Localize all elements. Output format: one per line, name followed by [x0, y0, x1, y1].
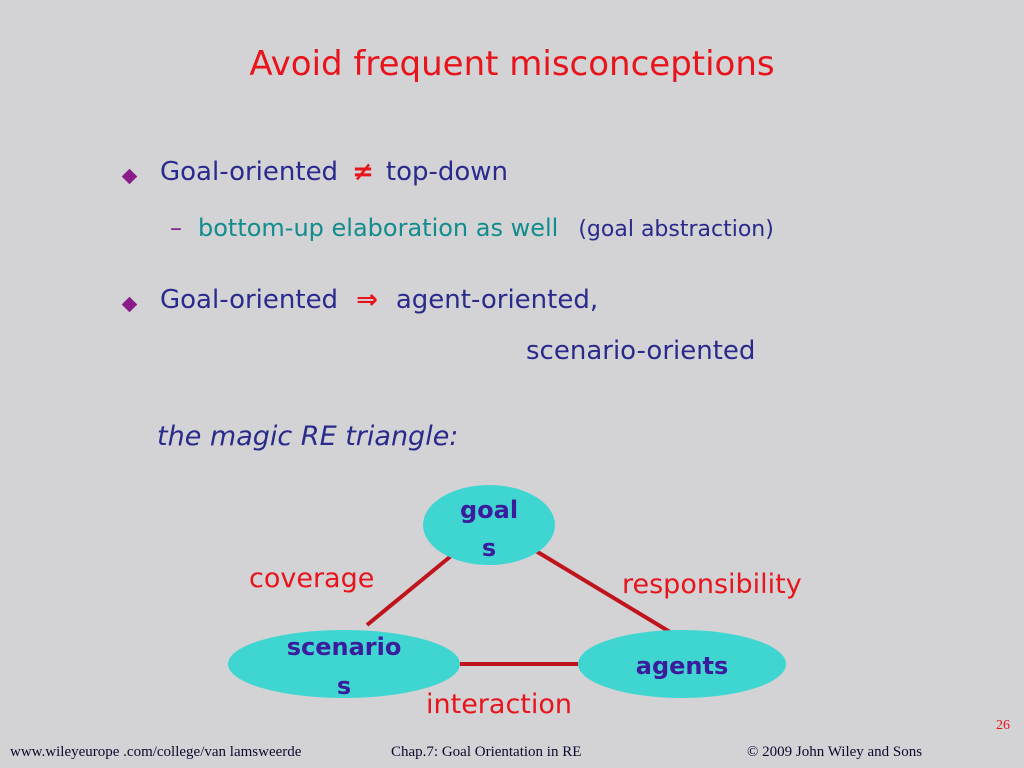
triangle-caption: the magic RE triangle:	[157, 421, 459, 452]
dash-icon: –	[170, 214, 182, 242]
bullet-right-text: top-down	[385, 157, 509, 187]
implies-arrow-icon: ⇒	[356, 285, 378, 315]
page-number: 26	[996, 718, 1010, 733]
edge-responsibility	[529, 546, 672, 634]
bullet-left-text: Goal-oriented	[160, 157, 339, 187]
node-goals-label-1: goal	[460, 496, 518, 524]
footer-copyright: © 2009 John Wiley and Sons	[747, 744, 923, 760]
node-goals	[423, 485, 555, 565]
edge-label-responsibility: responsibility	[622, 569, 802, 600]
node-scenarios-label-1: scenario	[287, 633, 402, 661]
bullet-goal-not-topdown: Goal-oriented ≠ top-down	[160, 157, 508, 187]
footer-url: www.wileyeurope .com/college/van lamswee…	[10, 744, 302, 760]
footer-chapter: Chap.7: Goal Orientation in RE	[391, 744, 582, 760]
node-scenarios-label-2: s	[337, 672, 351, 700]
node-agents-label: agents	[636, 652, 729, 680]
edge-label-coverage: coverage	[249, 563, 374, 594]
edge-label-interaction: interaction	[426, 689, 572, 720]
bullet-goal-implies-agent: Goal-oriented ⇒ agent-oriented,	[160, 285, 598, 315]
node-goals-label-2: s	[482, 534, 496, 562]
edge-coverage	[365, 554, 453, 627]
slide-title: Avoid frequent misconceptions	[249, 44, 775, 84]
node-agents	[578, 630, 786, 698]
bullet-left-text: Goal-oriented	[160, 285, 339, 315]
node-scenarios	[228, 630, 460, 698]
bullet-right-text: agent-oriented,	[395, 285, 599, 315]
sub-bullet-paren: (goal abstraction)	[578, 217, 774, 242]
not-equal-icon: ≠	[352, 157, 374, 187]
sub-bullet-text: bottom-up elaboration as well	[198, 214, 559, 242]
sub-bullet-bottom-up: –bottom-up elaboration as well (goal abst…	[170, 214, 774, 242]
bullet-continuation: scenario-oriented	[526, 336, 756, 366]
